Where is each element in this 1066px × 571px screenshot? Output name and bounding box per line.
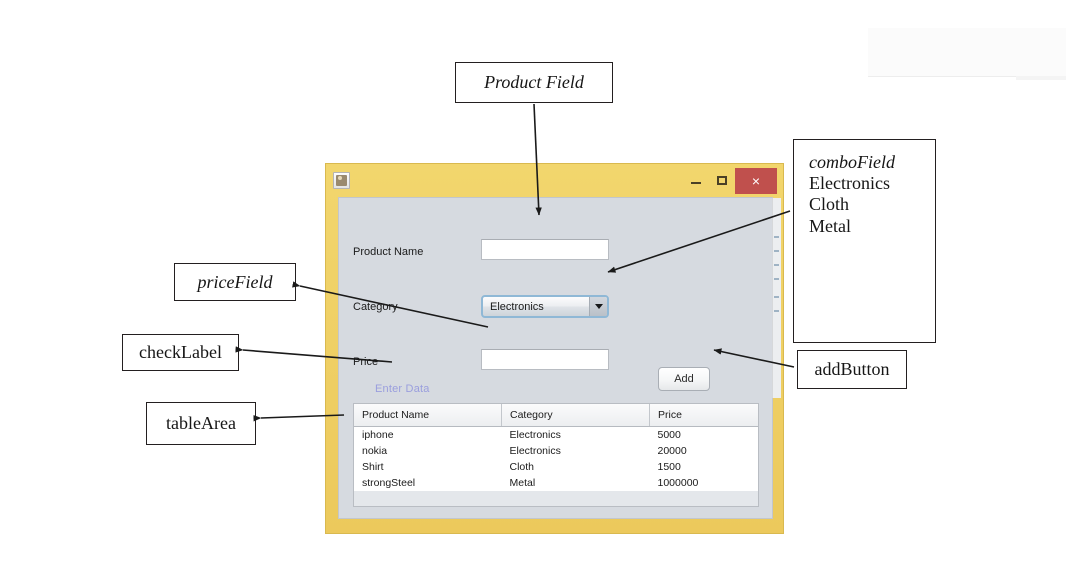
scan-artifact-line: [1016, 76, 1066, 80]
application-window: × Product Name Category Electronics Pric: [325, 163, 784, 534]
maximize-icon[interactable]: [709, 170, 735, 192]
table-row[interactable]: Shirt Cloth 1500: [354, 459, 758, 475]
price-input[interactable]: [481, 349, 609, 370]
annotation-combo-field: comboField Electronics Cloth Metal: [793, 139, 936, 343]
close-icon[interactable]: ×: [735, 167, 777, 194]
cell-category: Electronics: [501, 443, 650, 459]
column-header-product-name[interactable]: Product Name: [354, 404, 502, 427]
annotation-check-label: checkLabel: [122, 334, 239, 371]
scan-artifact: [868, 28, 1066, 77]
cell-category: Metal: [501, 475, 650, 491]
products-table: Product Name Category Price iphone Elect…: [354, 404, 758, 491]
product-name-input[interactable]: [481, 239, 609, 260]
annotation-check-label-text: checkLabel: [139, 342, 222, 362]
annotation-combo-field-title: comboField: [809, 152, 895, 172]
annotation-price-field: priceField: [174, 263, 296, 301]
annotation-combo-item-electronics: Electronics: [809, 173, 890, 194]
price-label: Price: [353, 356, 379, 368]
cell-category: Electronics: [501, 426, 650, 443]
minimize-icon[interactable]: [683, 170, 709, 192]
window-content-panel: Product Name Category Electronics Price …: [338, 197, 781, 519]
cell-price: 1000000: [649, 475, 758, 491]
column-header-category[interactable]: Category: [501, 404, 650, 427]
check-status-label: Enter Data: [375, 383, 430, 395]
window-scrollbar-strip[interactable]: [772, 198, 781, 398]
column-header-price[interactable]: Price: [649, 404, 758, 427]
table-row[interactable]: strongSteel Metal 1000000: [354, 475, 758, 491]
cell-product-name: nokia: [354, 443, 502, 459]
table-row[interactable]: nokia Electronics 20000: [354, 443, 758, 459]
chevron-down-icon[interactable]: [589, 297, 607, 316]
table-area[interactable]: Product Name Category Price iphone Elect…: [353, 403, 759, 507]
cell-product-name: strongSteel: [354, 475, 502, 491]
annotation-price-field-text: priceField: [197, 271, 273, 292]
add-button[interactable]: Add: [658, 367, 710, 391]
category-combobox[interactable]: Electronics: [481, 295, 609, 318]
category-selected-value: Electronics: [490, 300, 544, 313]
cell-category: Cloth: [501, 459, 650, 475]
annotation-combo-item-metal: Metal: [809, 215, 851, 236]
annotation-combo-item-cloth: Cloth: [809, 194, 850, 215]
app-icon: [333, 172, 350, 189]
cell-price: 20000: [649, 443, 758, 459]
table-row[interactable]: iphone Electronics 5000: [354, 426, 758, 443]
table-body: iphone Electronics 5000 nokia Electronic…: [354, 426, 758, 491]
annotation-table-area-text: tableArea: [166, 413, 236, 433]
annotation-product-field-text: Product Field: [484, 72, 584, 92]
table-header-row: Product Name Category Price: [354, 404, 758, 427]
annotation-add-button: addButton: [797, 350, 907, 389]
annotation-product-field: Product Field: [455, 62, 613, 103]
window-titlebar[interactable]: ×: [326, 164, 783, 197]
cell-price: 1500: [649, 459, 758, 475]
cell-product-name: iphone: [354, 426, 502, 443]
product-name-label: Product Name: [353, 246, 424, 258]
cell-price: 5000: [649, 426, 758, 443]
annotation-table-area: tableArea: [146, 402, 256, 445]
category-label: Category: [353, 301, 398, 313]
cell-product-name: Shirt: [354, 459, 502, 475]
annotation-add-button-text: addButton: [814, 359, 890, 379]
